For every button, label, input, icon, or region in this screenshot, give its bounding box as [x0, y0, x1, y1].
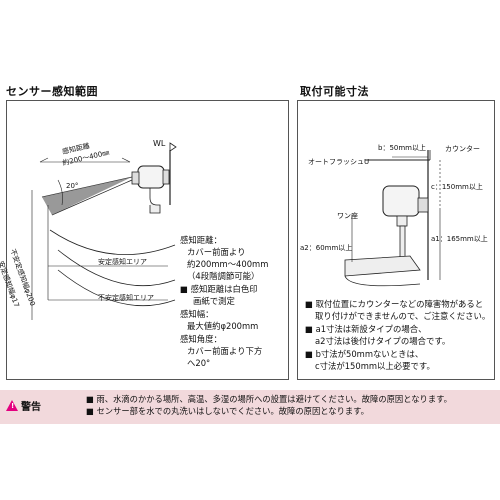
- warning-label-group: ! 警告: [6, 398, 41, 413]
- install-note-line: ■ a1寸法は新設タイプの場合、: [305, 324, 427, 334]
- warning-triangle-icon: !: [6, 400, 18, 411]
- note-line: カバー前面より: [187, 247, 246, 257]
- warning-line: ■ センサー部を水での丸洗いはしないでください。故障の原因となります。: [86, 406, 369, 416]
- counter-label: カウンター: [445, 145, 480, 153]
- install-note-line: a2寸法は後付けタイプの場合です。: [315, 336, 451, 346]
- unstable-area-label: 不安定感知エリア: [98, 294, 154, 302]
- warning-label: 警告: [21, 402, 41, 413]
- b-dimension-label: b：50mm以上: [378, 144, 426, 152]
- note-line: カバー前面より下方: [187, 346, 263, 356]
- install-dimensions-title: 取付可能寸法: [300, 85, 369, 98]
- install-note-line: c寸法が150mm以上必要です。: [315, 361, 435, 371]
- angle-label: 20°: [66, 182, 79, 190]
- a2-dimension-label: a2：60mm以上: [300, 244, 353, 252]
- c-dimension-label: c：150mm以上: [431, 183, 483, 191]
- install-note-line: ■ b寸法が50mmないときは、: [305, 349, 424, 359]
- install-note-line: ■ 取付位置にカウンターなどの障害物があると: [305, 299, 484, 309]
- auto-flush-label: オートフラッシュU: [308, 158, 370, 166]
- note-line: 画紙で測定: [193, 296, 235, 306]
- note-line: ■ 感知距離は白色印: [180, 284, 258, 294]
- stable-area-label: 安定感知エリア: [98, 258, 147, 266]
- sensor-range-panel: [6, 100, 289, 380]
- install-note-line: 取り付けができませんので、ご注意ください。: [315, 311, 491, 321]
- note-distance-heading: 感知距離：: [180, 235, 222, 245]
- note-line: 最大値約φ200mm: [187, 321, 259, 331]
- note-line: 約200mm〜400mm: [187, 259, 269, 269]
- sensor-range-title: センサー感知範囲: [6, 85, 98, 98]
- note-line: へ20°: [187, 358, 211, 368]
- wl-label: WL: [153, 139, 166, 148]
- a1-dimension-label: a1：165mm以上: [431, 235, 488, 243]
- install-dimensions-panel: [297, 100, 495, 380]
- note-line: （4段階調節可能）: [187, 271, 260, 281]
- warning-line: ■ 雨、水滴のかかる場所、高温、多湿の場所への設置は避けてください。故障の原因と…: [86, 394, 452, 404]
- note-width-heading: 感知幅：: [180, 309, 214, 319]
- bowl-label: ワン座: [337, 212, 358, 220]
- warning-banner: [0, 390, 500, 424]
- note-angle-heading: 感知角度：: [180, 334, 222, 344]
